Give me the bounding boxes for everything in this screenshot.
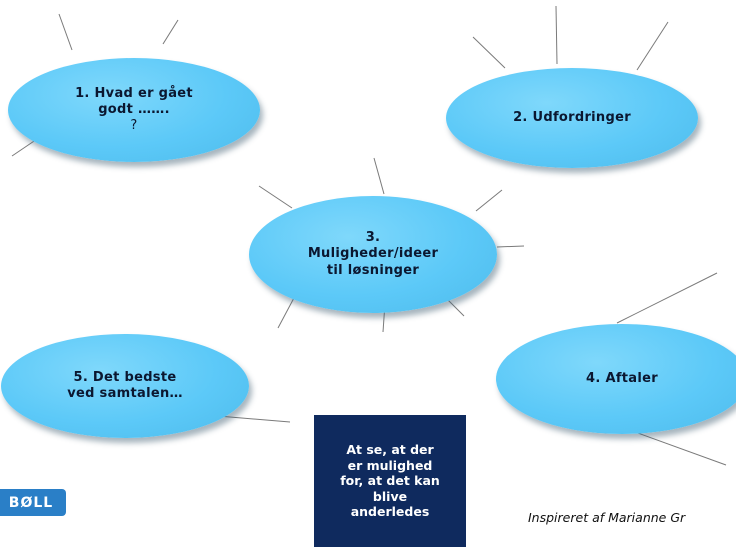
spoke-line [623,427,727,466]
bubble-label: 2. Udfordringer [513,109,631,125]
spoke-line [162,19,179,45]
spoke-line [496,245,525,248]
bubble-agreements: 4. Aftaler [496,324,736,434]
logo-text: BØLL [8,494,54,511]
bubble-what-went-well: 1. Hvad er gået godt …….? [8,58,260,162]
bubble-label: 1. Hvad er gået godt ……. [75,85,193,117]
spoke-line [472,36,506,69]
spoke-line [555,5,558,65]
spoke-line [258,185,293,209]
bubble-label: 4. Aftaler [586,370,658,386]
spoke-line [475,189,503,212]
spoke-line [58,13,73,51]
bubble-challenges: 2. Udfordringer [446,68,698,168]
spoke-line [636,21,669,71]
bubble-label-suffix: ? [130,118,138,134]
spoke-line [277,295,296,329]
note-box: At se, at der er mulighed for, at det ka… [314,415,466,547]
bubble-label: 5. Det bedste ved samtalen… [67,369,183,401]
bubble-label: 3. Muligheder/ideer til løsninger [307,230,439,278]
logo: BØLL [0,489,66,516]
spoke-line [373,157,385,195]
bubble-possibilities: 3. Muligheder/ideer til løsninger [249,196,497,313]
credit-text: Inspireret af Marianne Gr [528,510,686,525]
note-box-text: At se, at der er mulighed for, at det ka… [340,441,440,520]
bubble-best-of-conversation: 5. Det bedste ved samtalen… [1,334,249,438]
spoke-line [616,272,718,324]
spoke-line [217,415,291,423]
